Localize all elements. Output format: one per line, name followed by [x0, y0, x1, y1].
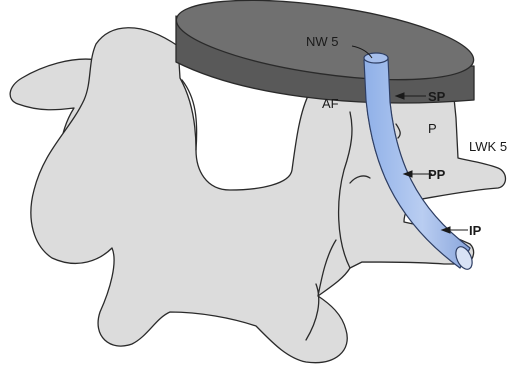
label-af: AF: [322, 96, 339, 111]
label-lwk5: LWK 5: [469, 139, 507, 154]
label-ip: IP: [469, 223, 482, 238]
label-nw5: NW 5: [306, 34, 339, 49]
nerve-root-top: [364, 53, 388, 63]
label-sp: SP: [428, 89, 446, 104]
label-pp: PP: [428, 167, 446, 182]
label-p: P: [428, 121, 437, 136]
